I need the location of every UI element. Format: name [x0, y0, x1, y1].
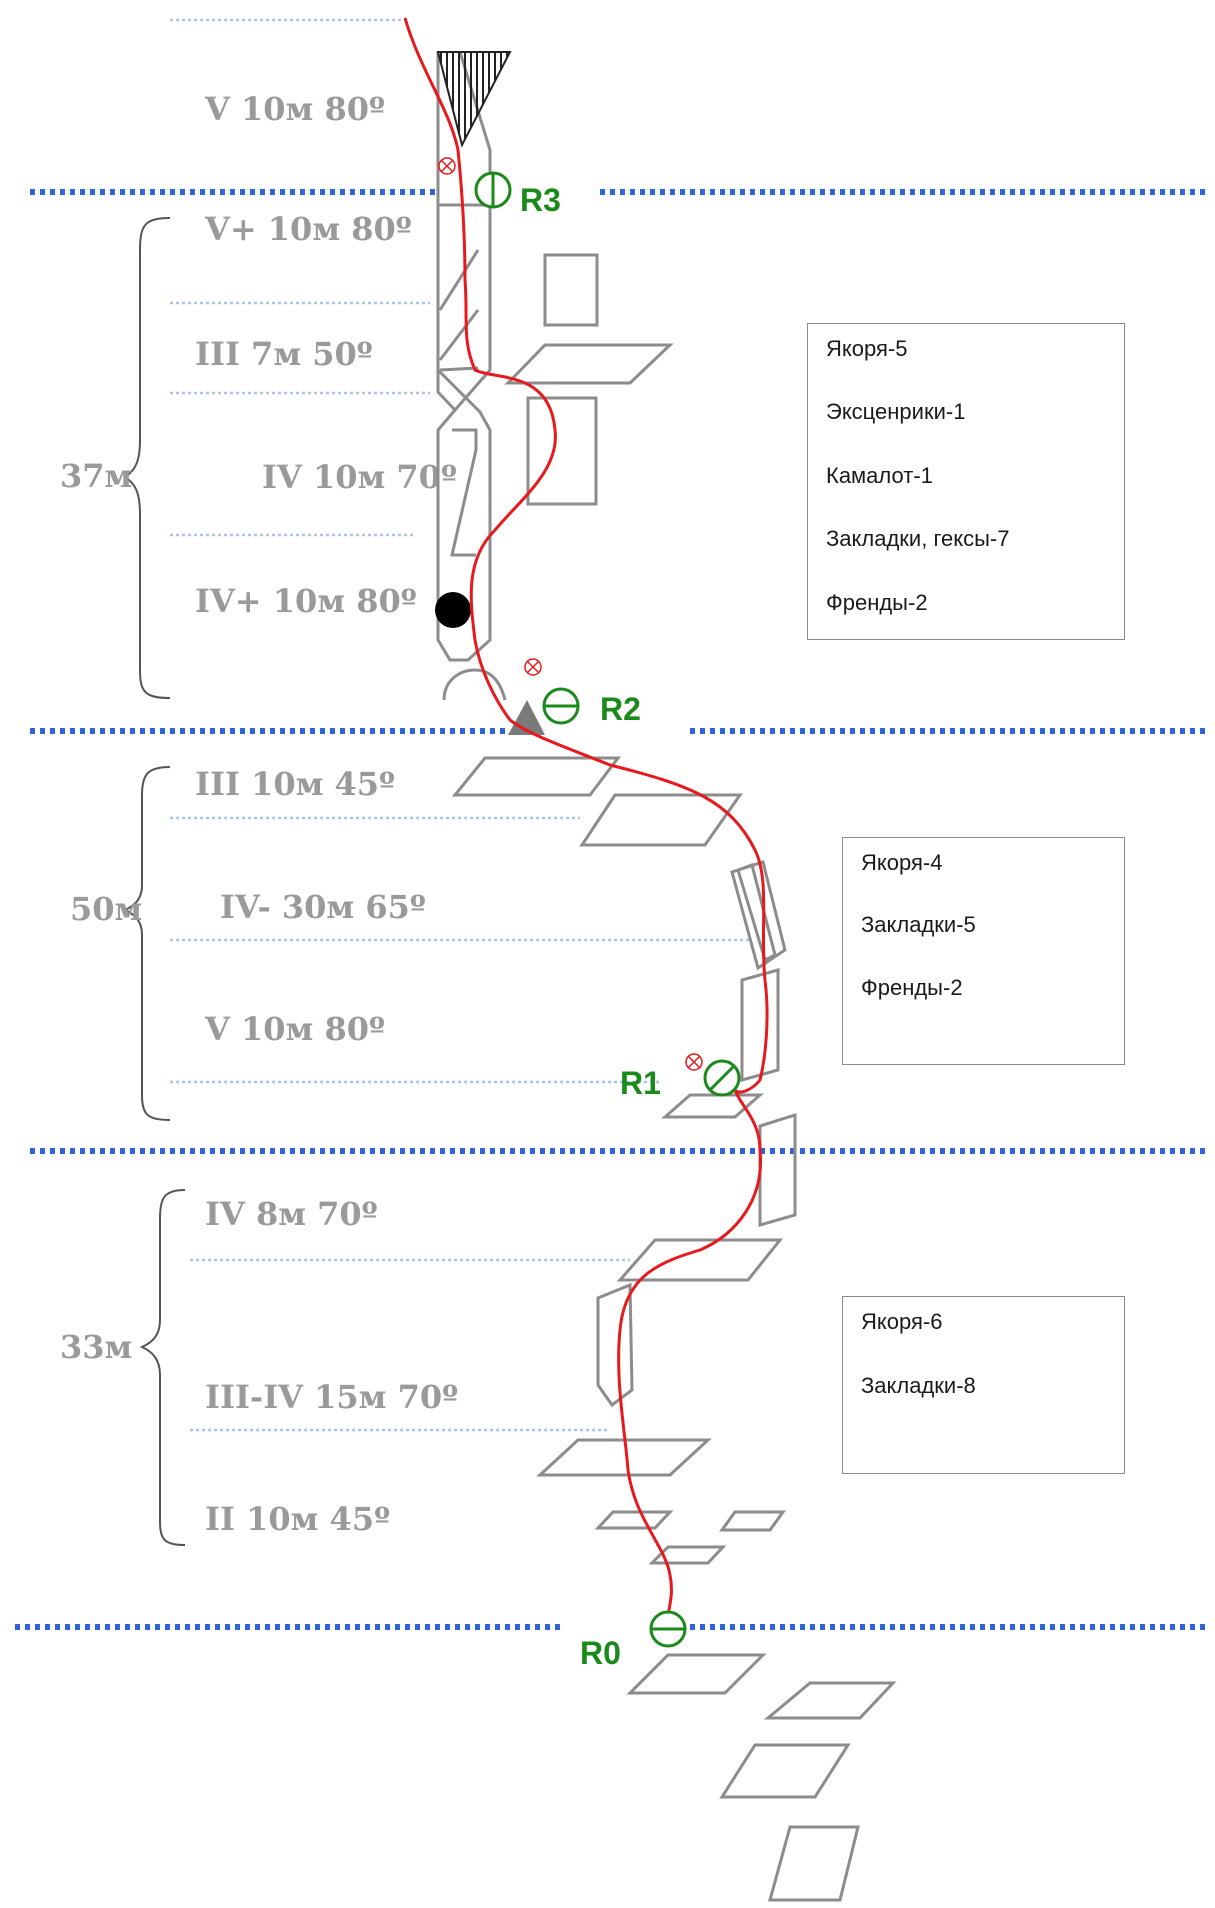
slab [736, 863, 777, 963]
ledge [626, 1653, 767, 1695]
gear-item: Френды-2 [861, 975, 963, 1000]
overhang [436, 51, 512, 148]
piton-icon [685, 1053, 703, 1071]
gear-list-section-1: Якоря-5 Эксценрики-1 Камалот-1 Закладки,… [807, 323, 1125, 640]
pitch-label: IV+ 10м 80º [195, 582, 417, 620]
belay-r1-icon [703, 1059, 741, 1097]
gear-item: Якоря-5 [826, 336, 908, 361]
brace-section-3 [139, 1189, 186, 1546]
block [543, 253, 599, 327]
pitch-dividers [15, 189, 1205, 1630]
pitch-label: IV 10м 70º [262, 458, 457, 496]
pitch-label: V+ 10м 80º [204, 210, 412, 248]
gear-item: Якоря-4 [861, 850, 943, 875]
section-length: 33м [60, 1328, 132, 1366]
gear-item: Якоря-6 [861, 1309, 943, 1334]
piton-markers [438, 157, 703, 1071]
belay-label: R2 [600, 691, 641, 727]
belay-r0-icon [649, 1610, 687, 1648]
gear-item: Закладки-5 [861, 912, 976, 937]
piton-icon [524, 658, 542, 676]
section-length: 50м [70, 890, 142, 928]
sub-pitch-separators [170, 18, 750, 1432]
pitch-label: II 10м 45º [205, 1500, 390, 1538]
brace-section-2 [122, 766, 171, 1121]
route-line [403, 17, 769, 1628]
belay-r3-icon [474, 171, 512, 209]
belay-label: R0 [580, 1635, 621, 1671]
ledge [536, 1438, 712, 1477]
ledge [616, 1238, 784, 1282]
ledge [451, 756, 622, 797]
belay-labels: R3 R2 R1 R0 [520, 182, 661, 1671]
ledge [719, 1510, 786, 1532]
section-length: 37м [60, 457, 132, 495]
pitch-label: III 10м 45º [195, 765, 395, 803]
pitch-label: IV- 30м 65º [220, 888, 426, 926]
brace-section-1 [123, 217, 171, 699]
pitch-label: III 7м 50º [195, 335, 373, 373]
pitch-label: V 10м 80º [204, 1010, 385, 1048]
chimney-outline [436, 52, 492, 662]
pitch-label: IV 8м 70º [205, 1195, 378, 1233]
pitch-labels: V 10м 80º V+ 10м 80º III 7м 50º IV 10м 7… [195, 90, 458, 1538]
ledge [763, 1681, 897, 1720]
slab [740, 968, 780, 1082]
belay-r2-icon [542, 687, 580, 725]
pitch-label: III-IV 15м 70º [205, 1378, 458, 1416]
gear-item: Закладки-8 [861, 1373, 976, 1398]
gear-list-section-2: Якоря-4 Закладки-5 Френды-2 [842, 837, 1125, 1065]
section-lengths: 37м 50м 33м [60, 457, 142, 1366]
hole-marker [435, 592, 471, 628]
ledge [719, 1743, 851, 1799]
belay-label: R1 [620, 1065, 661, 1101]
pitch-label: V 10м 80º [204, 90, 385, 128]
block [526, 396, 598, 506]
gear-item: Закладки, гексы-7 [826, 526, 1010, 551]
belay-stations [474, 171, 741, 1648]
gear-item: Френды-2 [826, 590, 928, 615]
ledge [579, 793, 743, 847]
section-braces [122, 217, 186, 1546]
gear-item: Эксценрики-1 [826, 399, 966, 424]
slab [768, 1825, 860, 1902]
gear-list-section-3: Якоря-6 Закладки-8 [842, 1296, 1125, 1474]
slab [758, 1112, 797, 1227]
ledge [504, 343, 674, 385]
gear-item: Камалот-1 [826, 463, 933, 488]
slab [596, 1282, 634, 1408]
belay-label: R3 [520, 182, 561, 218]
ledge [648, 1545, 727, 1565]
ledge [594, 1510, 674, 1530]
piton-icon [438, 157, 456, 175]
